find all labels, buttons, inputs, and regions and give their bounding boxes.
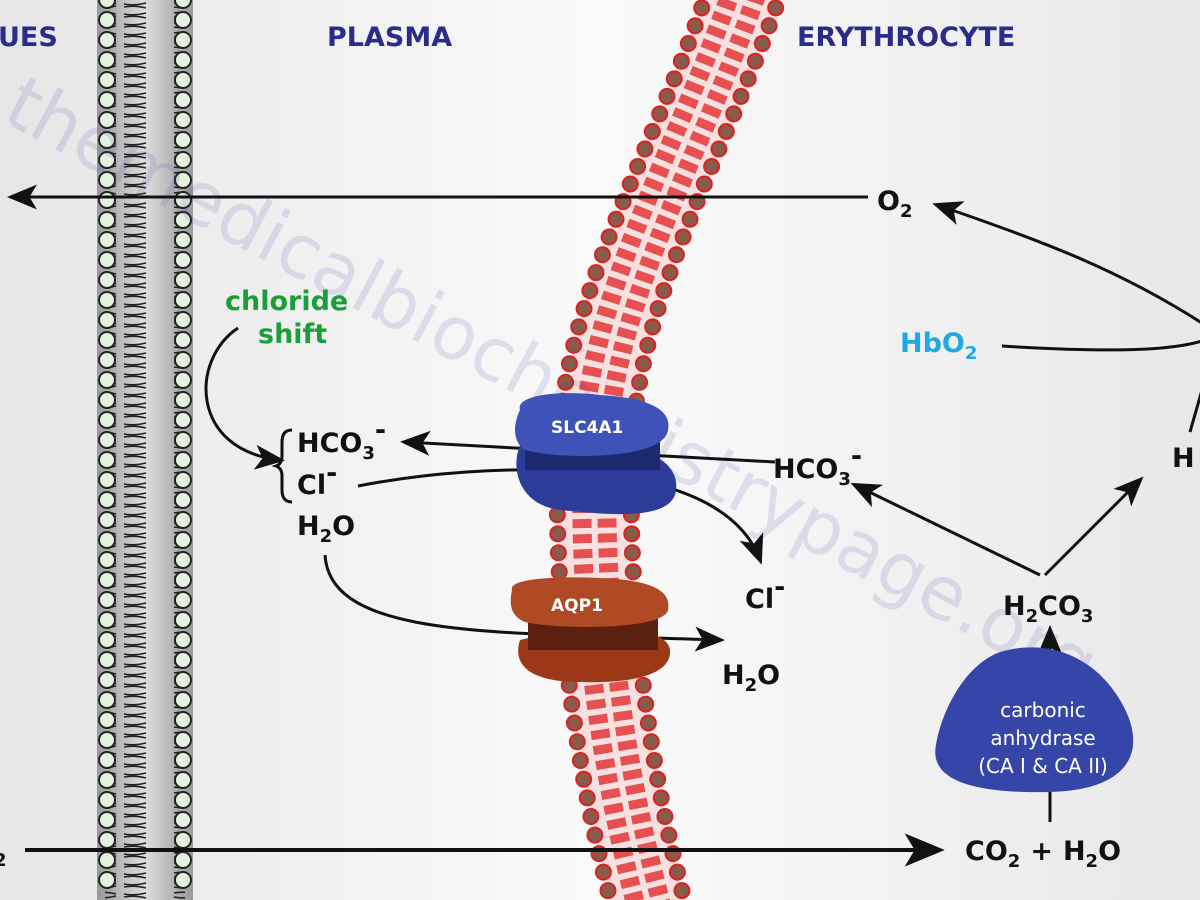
- region-label-tissues: UES: [0, 22, 58, 53]
- o2-label: O2: [877, 186, 912, 222]
- slc4a1-label: SLC4A1: [551, 418, 623, 438]
- hbo2-label: HbO2: [900, 328, 977, 364]
- carbonic-anhydrase-enzyme: carbonic anhydrase (CA I & CA II): [935, 647, 1134, 793]
- region-label-plasma: PLASMA: [327, 22, 452, 53]
- h2co3-label: H2CO3: [1003, 591, 1093, 627]
- hbo2-to-o2-arrow: [932, 201, 1200, 324]
- h-line: [1188, 391, 1200, 433]
- plasma-cl-label: Cl-: [297, 458, 337, 501]
- ca-label-3: (CA I & CA II): [978, 754, 1108, 778]
- capillary-membrane: [97, 0, 193, 900]
- co2-h2o-label: CO2+H2O: [965, 836, 1121, 872]
- aqp1-protein: AQP1: [510, 577, 671, 683]
- region-label-erythrocyte: ERYTHROCYTE: [797, 22, 1015, 53]
- aqp1-label: AQP1: [551, 596, 603, 616]
- plasma-hco3-label: HCO3-: [297, 415, 386, 464]
- plasma-h2o-label: H2O: [297, 511, 355, 547]
- chloride-shift-label-1: chloride: [225, 286, 348, 317]
- chloride-shift-label-2: shift: [258, 319, 327, 350]
- hbo2-line: [1001, 339, 1200, 352]
- rbc-h2o-label: H2O: [722, 660, 780, 696]
- h2co3-to-hco3-arrow: [850, 482, 1041, 577]
- brace: [271, 428, 293, 504]
- chloride-shift-arrow: [204, 326, 285, 470]
- left-co2-subscript: 2: [0, 850, 7, 871]
- ca-label-1: carbonic: [1000, 698, 1086, 722]
- h2co3-to-h-arrow: [1043, 476, 1144, 577]
- ca-label-2: anhydrase: [990, 726, 1095, 750]
- rbc-hco3-label: HCO3-: [773, 441, 862, 490]
- h-label: H: [1172, 443, 1195, 474]
- rbc-cl-label: Cl-: [745, 572, 785, 615]
- slc4a1-protein: SLC4A1: [515, 393, 677, 515]
